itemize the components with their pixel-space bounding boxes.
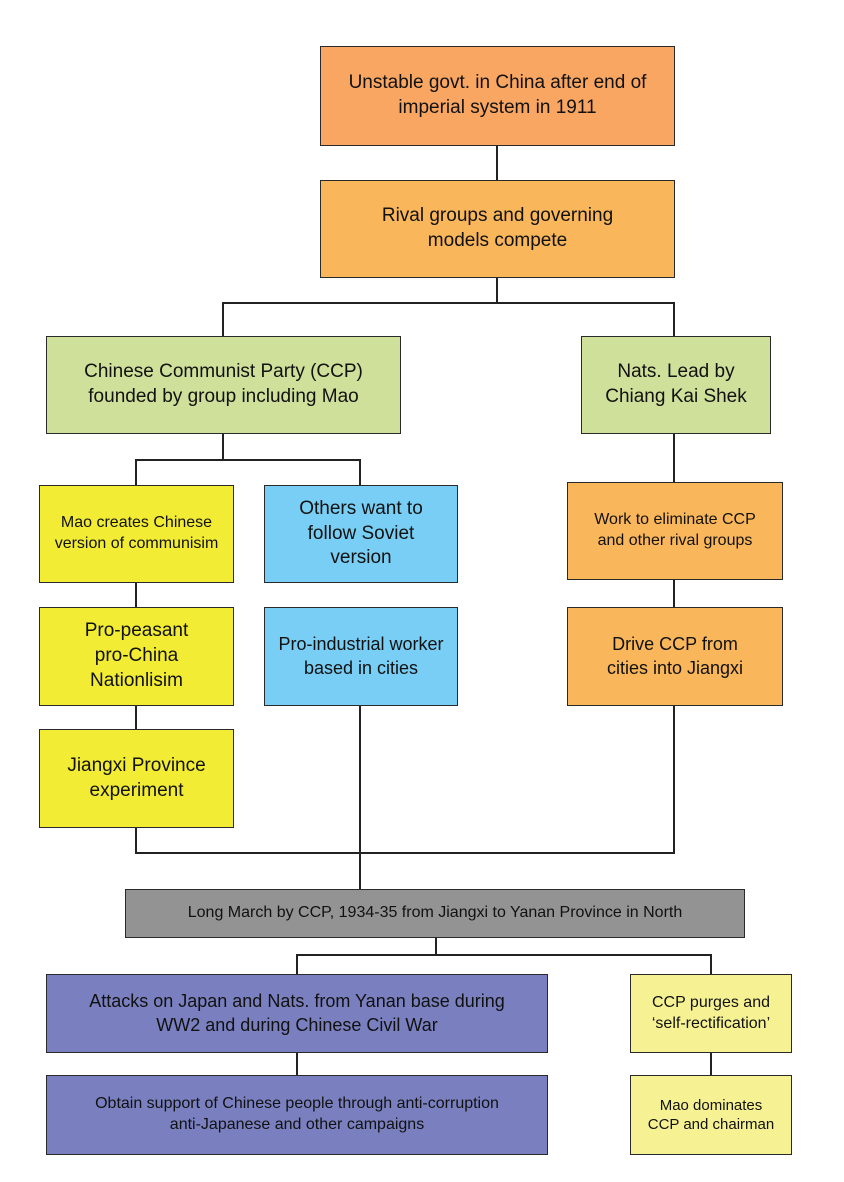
node-text: Mao creates Chinese version of communisi… xyxy=(54,514,219,552)
node-pro-peasant: Pro-peasant pro-China Nationlisim xyxy=(39,607,234,706)
node-text: Jiangxi Province experiment xyxy=(67,754,206,801)
connector-line xyxy=(135,706,675,854)
node-attacks-japan-nats: Attacks on Japan and Nats. from Yanan ba… xyxy=(46,974,548,1053)
node-nationalists: Nats. Lead by Chiang Kai Shek xyxy=(581,336,771,434)
connector-line xyxy=(222,278,498,336)
node-eliminate-ccp: Work to eliminate CCP and other rival gr… xyxy=(567,482,783,580)
connector-line xyxy=(296,938,437,974)
connector-line xyxy=(497,302,675,336)
node-text: Obtain support of Chinese people through… xyxy=(95,1095,499,1133)
node-ccp-founded: Chinese Communist Party (CCP) founded by… xyxy=(46,336,401,434)
node-text: Unstable govt. in China after end of imp… xyxy=(348,72,647,118)
node-ccp-purges: CCP purges and ‘self-rectification’ xyxy=(630,974,792,1053)
node-text: Pro-industrial worker based in cities xyxy=(278,634,444,678)
node-pro-industrial: Pro-industrial worker based in cities xyxy=(264,607,458,706)
node-text: Work to eliminate CCP and other rival gr… xyxy=(594,511,756,549)
connector-line xyxy=(135,434,224,485)
node-text: Pro-peasant pro-China Nationlisim xyxy=(84,620,189,691)
node-jiangxi-experiment: Jiangxi Province experiment xyxy=(39,729,234,828)
node-rival-groups: Rival groups and governing models compet… xyxy=(320,180,675,278)
node-text: Attacks on Japan and Nats. from Yanan ba… xyxy=(89,991,505,1035)
node-text: Nats. Lead by Chiang Kai Shek xyxy=(605,361,747,407)
node-text: Drive CCP from cities into Jiangxi xyxy=(606,634,744,678)
node-long-march: Long March by CCP, 1934-35 from Jiangxi … xyxy=(125,889,745,938)
node-text: Rival groups and governing models compet… xyxy=(381,205,614,251)
connector-line xyxy=(436,954,712,974)
node-mao-chinese-communism: Mao creates Chinese version of communisi… xyxy=(39,485,234,583)
node-text: CCP purges and ‘self-rectification’ xyxy=(651,993,771,1032)
node-soviet-version: Others want to follow Soviet version xyxy=(264,485,458,583)
node-obtain-support: Obtain support of Chinese people through… xyxy=(46,1075,548,1155)
node-text: Others want to follow Soviet version xyxy=(299,497,423,569)
node-drive-ccp-jiangxi: Drive CCP from cities into Jiangxi xyxy=(567,607,783,706)
node-text: Mao dominates CCP and chairman xyxy=(647,1096,775,1134)
connector-line xyxy=(223,459,361,485)
node-text: Chinese Communist Party (CCP) founded by… xyxy=(84,361,363,407)
node-unstable-govt: Unstable govt. in China after end of imp… xyxy=(320,46,675,146)
node-mao-dominates: Mao dominates CCP and chairman xyxy=(630,1075,792,1155)
node-text: Long March by CCP, 1934-35 from Jiangxi … xyxy=(187,904,683,922)
